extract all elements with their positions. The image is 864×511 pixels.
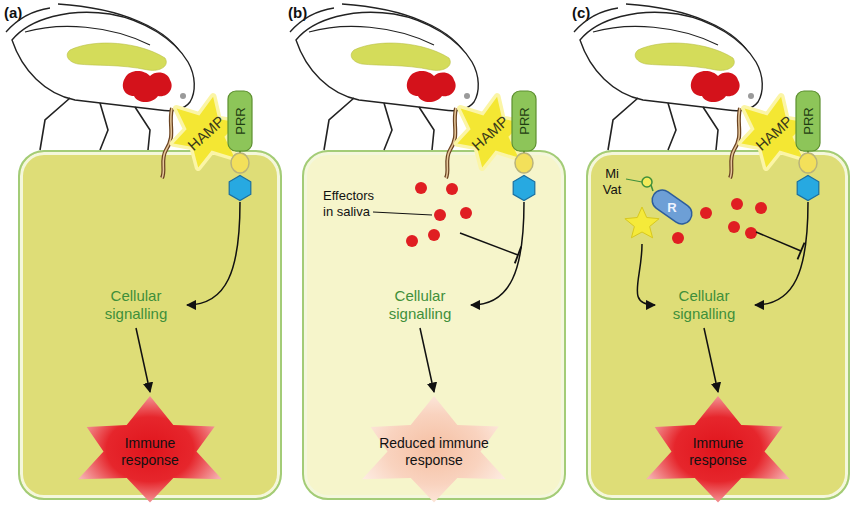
r-protein: R	[622, 182, 700, 244]
node-label: Immune response	[678, 435, 758, 469]
burst-shape	[78, 396, 222, 503]
receptor-ectodomain	[796, 91, 820, 151]
prr-receptor: PRR	[226, 90, 254, 202]
panel-label: (c)	[572, 4, 590, 21]
node-label: Immune response	[110, 435, 190, 469]
annotation-label: Effectors in saliva	[323, 188, 383, 220]
kinase-domain	[513, 176, 535, 201]
response-burst: Immune response	[633, 394, 803, 509]
node-label: Reduced immune response	[374, 435, 494, 469]
plant-cell: (c)RCellular signallingImmune response	[586, 150, 850, 500]
annotation-label: Mi Vat	[600, 166, 624, 198]
signalling-node: Cellular signalling	[659, 287, 749, 323]
receptor-outline	[226, 90, 254, 202]
kinase-domain	[229, 176, 251, 201]
signal-arrow	[420, 328, 434, 392]
burst-shape	[362, 396, 506, 503]
burst-shape	[646, 396, 790, 503]
receptor-ectodomain	[512, 91, 536, 151]
signal-arrow	[755, 202, 808, 305]
node-label: Cellular signalling	[659, 287, 749, 323]
signalling-node: Cellular signalling	[91, 287, 181, 323]
plant-cell: (a)Cellular signallingImmune response	[18, 150, 282, 500]
receptor-transmembrane	[799, 153, 817, 173]
r-protein-pill	[648, 186, 696, 228]
response-burst: Immune response	[65, 394, 235, 509]
signal-arrow	[136, 328, 150, 392]
node-label: PRR	[517, 107, 532, 134]
receptor-transmembrane	[231, 153, 249, 173]
panel-label: (a)	[4, 4, 22, 21]
kinase-domain	[797, 176, 819, 201]
signalling-node: Cellular signalling	[375, 287, 465, 323]
receptor-ectodomain	[228, 91, 252, 151]
activation-star	[625, 207, 659, 238]
signal-arrow	[704, 328, 718, 392]
signal-arrow	[187, 202, 240, 305]
response-burst: Reduced immune response	[349, 394, 519, 509]
panel-label: (b)	[288, 4, 307, 21]
prr-receptor: PRR	[794, 90, 822, 202]
r-protein-outline	[622, 182, 700, 244]
node-label: PRR	[801, 107, 816, 134]
node-label: Cellular signalling	[375, 287, 465, 323]
prr-receptor: PRR	[510, 90, 538, 202]
receptor-transmembrane	[515, 153, 533, 173]
node-label: Cellular signalling	[91, 287, 181, 323]
receptor-outline	[510, 90, 538, 202]
signal-arrow	[637, 244, 655, 305]
receptor-outline	[794, 90, 822, 202]
signal-arrow	[471, 202, 524, 305]
node-label: PRR	[233, 107, 248, 134]
node-label: R	[667, 200, 676, 215]
